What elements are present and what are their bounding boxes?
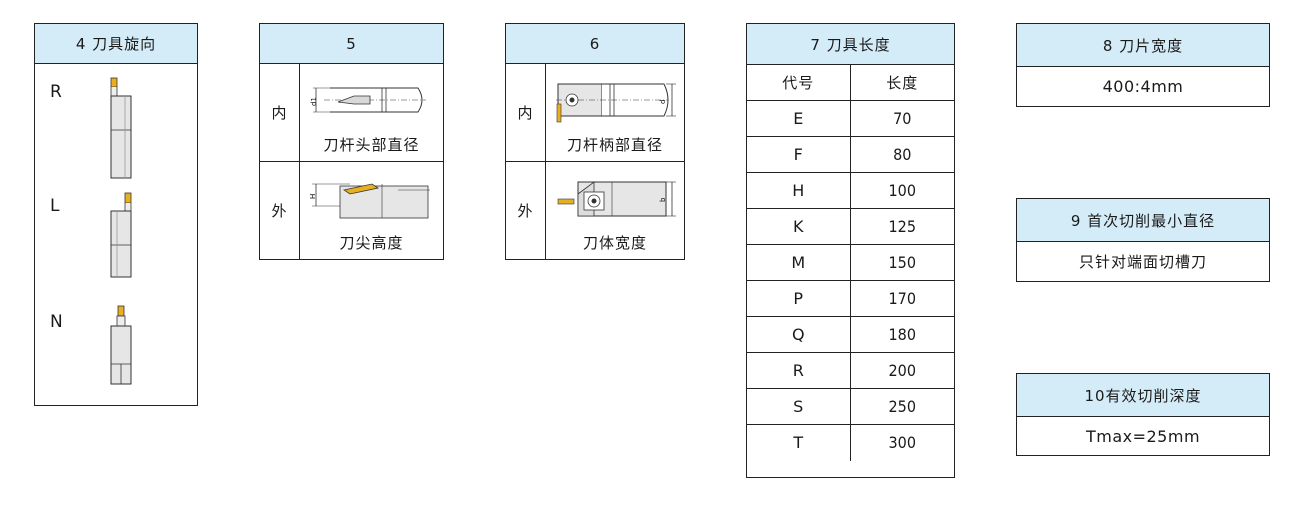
length-cell: 100 xyxy=(850,172,954,209)
col-code-header: 代号 xyxy=(747,64,851,101)
left-hand-tool-icon xyxy=(110,192,132,278)
length-cell: 180 xyxy=(850,316,954,353)
min-diameter-header: 9 首次切削最小直径 xyxy=(1017,199,1269,242)
code-cell: F xyxy=(747,136,851,173)
min-diameter-box: 9 首次切削最小直径 只针对端面切槽刀 xyxy=(1016,198,1270,282)
table-header-row: 代号 长度 xyxy=(747,64,954,101)
length-cell: 125 xyxy=(850,208,954,245)
length-cell: 150 xyxy=(850,244,954,281)
col-length-header: 长度 xyxy=(850,64,954,101)
code-cell: T xyxy=(747,424,851,461)
length-cell: 250 xyxy=(850,388,954,425)
box-6-side-outer: 外 xyxy=(506,162,546,259)
rotation-header: 4 刀具旋向 xyxy=(35,24,197,64)
insert-width-header: 8 刀片宽度 xyxy=(1017,24,1269,67)
length-cell: 170 xyxy=(850,280,954,317)
rotation-letter-l: L xyxy=(50,196,60,216)
dim-d-label: d xyxy=(659,100,667,104)
tip-height-icon: H xyxy=(310,183,430,219)
box-5-label-outer: 刀尖高度 xyxy=(339,233,404,252)
dim-h-label: H xyxy=(310,194,317,199)
code-cell: H xyxy=(747,172,851,209)
box-6-label-inner: 刀杆柄部直径 xyxy=(566,135,663,154)
length-cell: 200 xyxy=(850,352,954,389)
cut-depth-header: 10有效切削深度 xyxy=(1017,374,1269,417)
box-5-header: 5 xyxy=(260,24,443,64)
rotation-letter-n: N xyxy=(50,312,63,332)
box-6: 6 内 d 刀杆柄部直径 外 xyxy=(505,23,685,260)
box-6-label-outer: 刀体宽度 xyxy=(582,233,647,252)
code-cell: E xyxy=(747,100,851,137)
code-cell: M xyxy=(747,244,851,281)
length-cell: 300 xyxy=(850,424,954,461)
body-width-icon: b xyxy=(557,181,676,217)
cut-depth-box: 10有效切削深度 Tmax=25mm xyxy=(1016,373,1270,456)
rotation-letter-r: R xyxy=(50,82,62,102)
box-5-side-outer: 外 xyxy=(260,162,300,259)
code-cell: P xyxy=(747,280,851,317)
rotation-box: 4 刀具旋向 R L N xyxy=(34,23,198,406)
box-5-side-inner: 内 xyxy=(260,64,300,161)
code-cell: Q xyxy=(747,316,851,353)
right-hand-tool-icon xyxy=(110,77,132,179)
length-cell: 70 xyxy=(850,100,954,137)
insert-width-value: 400:4mm xyxy=(1102,77,1184,96)
code-cell: K xyxy=(747,208,851,245)
neutral-tool-icon xyxy=(110,305,132,385)
dim-d1-label: d1 xyxy=(310,97,318,106)
box-5: 5 内 d1 刀杆头部直径 外 H 刀尖高度 xyxy=(259,23,444,260)
tool-length-header: 7 刀具长度 xyxy=(747,24,954,65)
bar-head-diameter-icon: d1 xyxy=(310,87,426,113)
dim-b-label: b xyxy=(659,197,667,202)
code-cell: R xyxy=(747,352,851,389)
box-5-label-inner: 刀杆头部直径 xyxy=(323,135,420,154)
box-6-header: 6 xyxy=(506,24,684,64)
length-cell: 80 xyxy=(850,136,954,173)
cut-depth-value: Tmax=25mm xyxy=(1085,426,1201,446)
box-6-side-inner: 内 xyxy=(506,64,546,161)
min-diameter-value: 只针对端面切槽刀 xyxy=(1078,253,1207,271)
shank-diameter-icon: d xyxy=(556,83,676,123)
code-cell: S xyxy=(747,388,851,425)
insert-width-box: 8 刀片宽度 400:4mm xyxy=(1016,23,1270,107)
